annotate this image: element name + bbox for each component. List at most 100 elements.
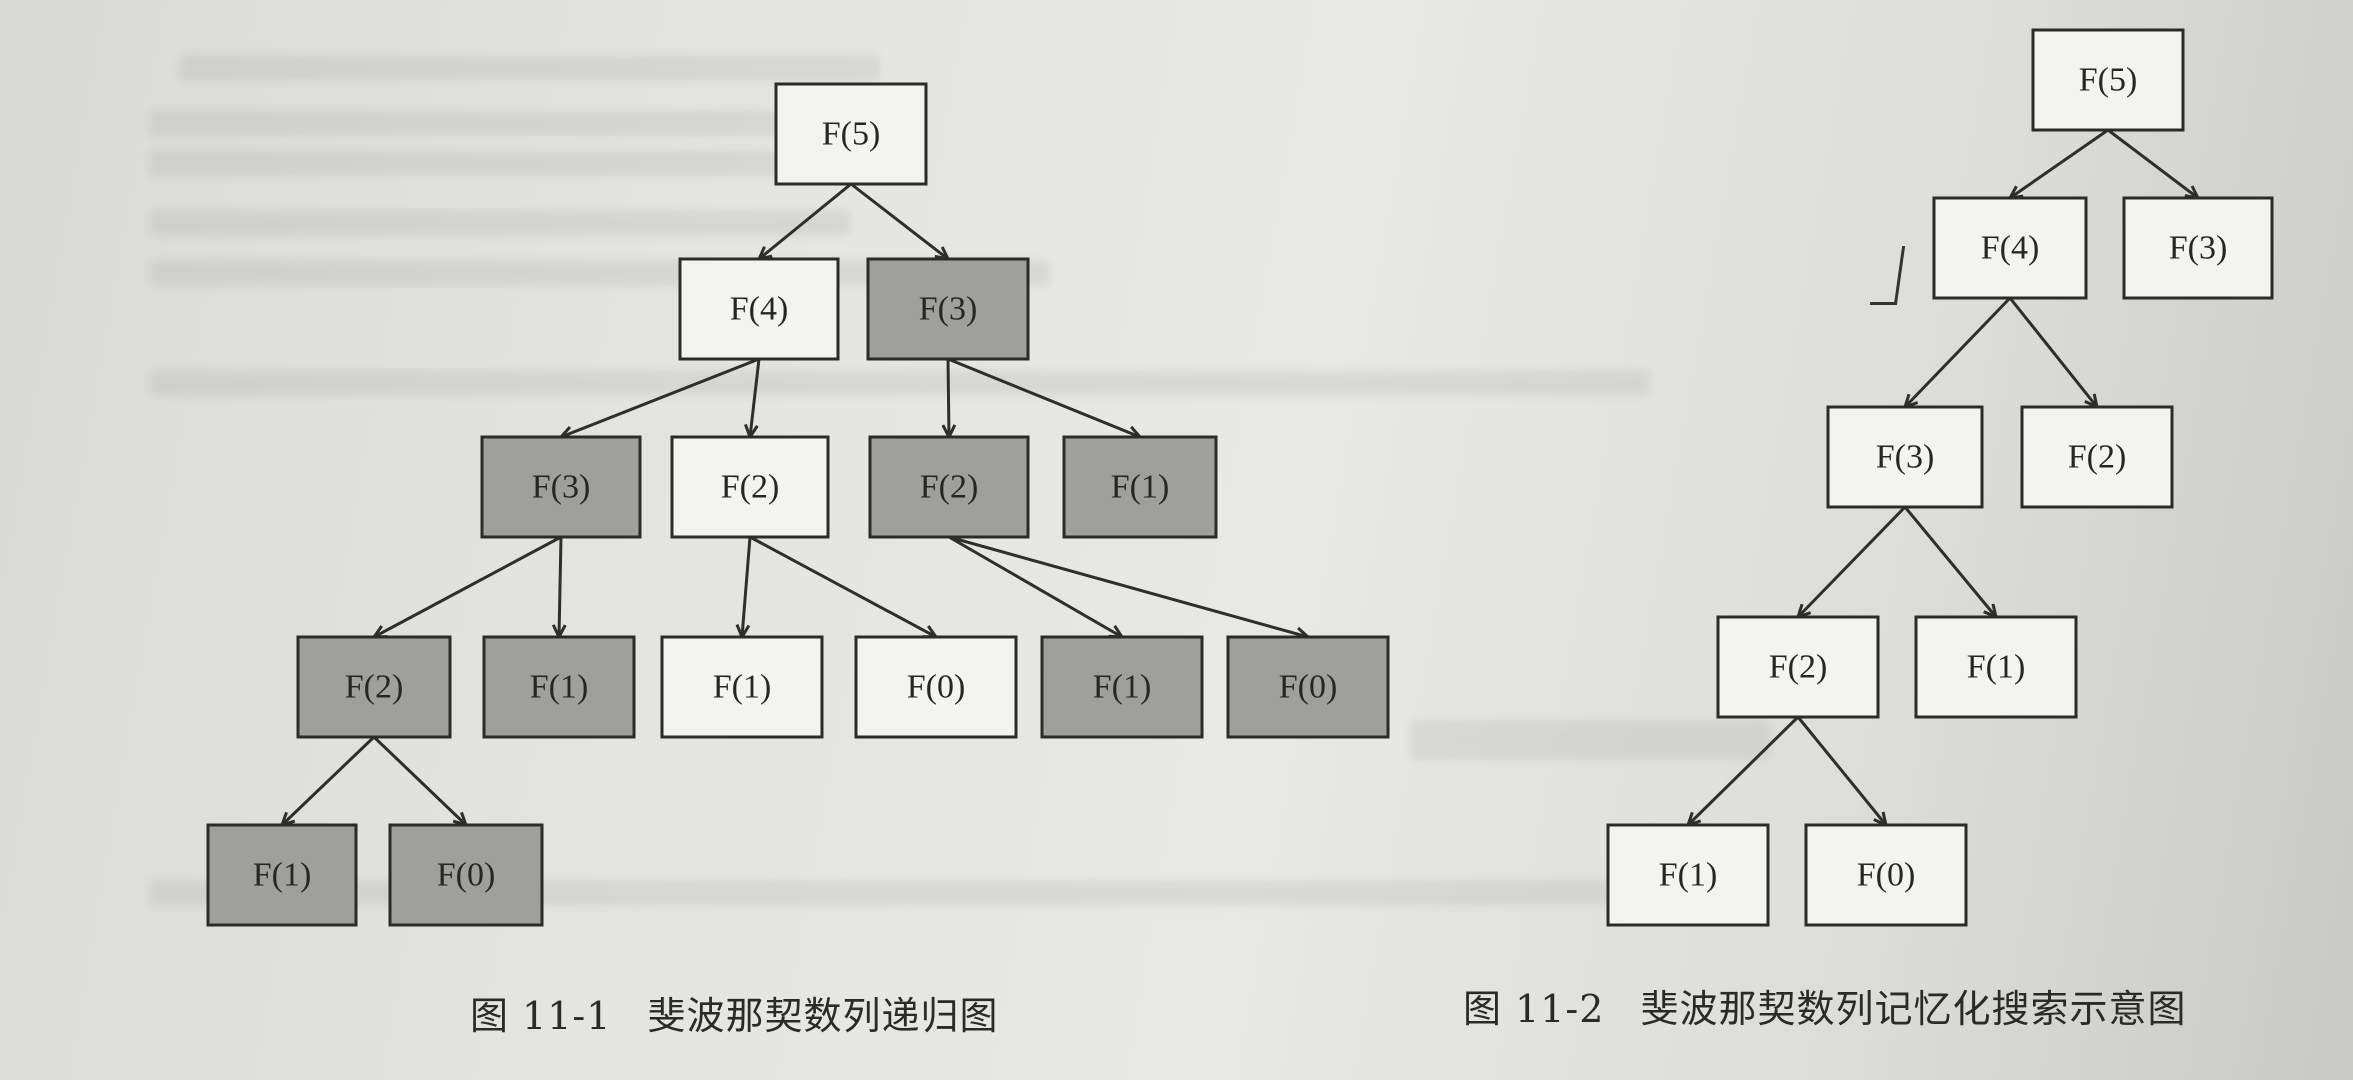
node-label: F(1): [530, 669, 589, 706]
node-label: F(1): [713, 669, 772, 706]
node-label: F(0): [1279, 669, 1338, 706]
tree-edge: [850, 182, 949, 261]
node-label: F(0): [907, 669, 966, 706]
node-label: F(1): [1093, 669, 1152, 706]
tree-node: F(2): [670, 435, 830, 539]
tree-edge: [1796, 716, 1888, 826]
figure-2-title: 斐波那契数列记忆化搜索示意图: [1640, 987, 2187, 1031]
tree-node: F(0): [854, 635, 1018, 739]
node-box-shaded: [868, 435, 1030, 539]
node-box-shaded: [296, 635, 452, 739]
node-box-shaded: [1062, 435, 1218, 539]
tree-edge: [2009, 128, 2109, 200]
node-box: [854, 635, 1018, 739]
tree-node: F(2): [1716, 615, 1880, 719]
tree-edge: [372, 735, 468, 827]
tree-edge: [948, 535, 1309, 639]
figure-2-number: 图 11-2: [1463, 987, 1605, 1031]
node-label: F(5): [2079, 62, 2138, 99]
tree-node: F(1): [1040, 635, 1204, 739]
node-label: F(3): [532, 469, 591, 506]
node-box-shaded: [480, 435, 642, 539]
tree-node: F(4): [678, 257, 840, 361]
tree-node: F(4): [1932, 196, 2088, 300]
tree-edge: [740, 536, 752, 638]
tree-edge: [748, 358, 761, 438]
tree-edge: [557, 536, 563, 638]
node-box: [1804, 823, 1968, 927]
node-box: [660, 635, 824, 739]
node-box: [2031, 28, 2185, 132]
tree-edge: [758, 182, 852, 261]
tree-node: F(2): [868, 435, 1030, 539]
node-label: F(1): [1659, 857, 1718, 894]
tree-node: F(3): [1826, 405, 1984, 509]
tree-edge: [560, 357, 760, 439]
tree-edge: [1686, 715, 1800, 827]
tree-node: F(0): [388, 823, 544, 927]
tree-node: F(1): [482, 635, 636, 739]
node-box: [774, 82, 928, 186]
node-box-shaded: [206, 823, 358, 927]
node-box: [2020, 405, 2174, 509]
figure-1-number: 图 11-1: [470, 994, 612, 1038]
node-box: [670, 435, 830, 539]
node-label: F(5): [822, 116, 881, 153]
node-label: F(1): [253, 857, 312, 894]
node-label: F(2): [2068, 439, 2127, 476]
tree-node: F(0): [1226, 635, 1390, 739]
tree-node: F(5): [774, 82, 928, 186]
node-label: F(2): [721, 469, 780, 506]
node-box: [1716, 615, 1880, 719]
tree-node: F(0): [1804, 823, 1968, 927]
node-box: [678, 257, 840, 361]
node-label: F(3): [919, 291, 978, 328]
node-box-shaded: [1226, 635, 1390, 739]
tree-edge: [1903, 296, 2012, 409]
figure-2-caption: 图 11-2 斐波那契数列记忆化搜索示意图: [1463, 978, 2186, 1033]
tree-edge: [1903, 506, 1998, 618]
node-label: F(2): [1769, 649, 1828, 686]
tree-node: F(1): [660, 635, 824, 739]
tree-edge: [749, 535, 937, 639]
tree-edge: [1796, 505, 1907, 619]
node-label: F(1): [1967, 649, 2026, 686]
tree-node: F(5): [2031, 28, 2185, 132]
node-box: [1826, 405, 1984, 509]
node-label: F(0): [1857, 857, 1916, 894]
figure-1-caption: 图 11-1 斐波那契数列递归图: [470, 985, 998, 1040]
node-box: [1606, 823, 1770, 927]
node-box-shaded: [388, 823, 544, 927]
tree-node: F(1): [1914, 615, 2078, 719]
node-box: [1932, 196, 2088, 300]
node-label: F(0): [437, 857, 496, 894]
tree-edge: [948, 535, 1123, 639]
node-box-shaded: [866, 257, 1030, 361]
tree-node: F(1): [1606, 823, 1770, 927]
node-box: [1914, 615, 2078, 719]
node-label: F(2): [345, 669, 404, 706]
tree-edge: [373, 535, 562, 639]
tree-node: F(1): [1062, 435, 1218, 539]
figure-1-title: 斐波那契数列递归图: [647, 994, 999, 1038]
node-box: [2122, 196, 2274, 300]
node-label: F(3): [2169, 230, 2228, 267]
tree-edge: [2107, 128, 2199, 200]
tree-node: F(3): [2122, 196, 2274, 300]
tree-node: F(2): [2020, 405, 2174, 509]
node-box-shaded: [482, 635, 636, 739]
tree-edge: [280, 735, 376, 827]
node-box-shaded: [1040, 635, 1204, 739]
tree-node: F(3): [480, 435, 642, 539]
tree-node: F(3): [866, 257, 1030, 361]
tree-node: F(2): [296, 635, 452, 739]
node-label: F(3): [1876, 439, 1935, 476]
node-label: F(1): [1111, 469, 1170, 506]
tree-edge: [947, 357, 1141, 439]
tree-edge: [2008, 297, 2099, 408]
node-label: F(4): [1981, 230, 2040, 267]
node-label: F(4): [730, 291, 789, 328]
